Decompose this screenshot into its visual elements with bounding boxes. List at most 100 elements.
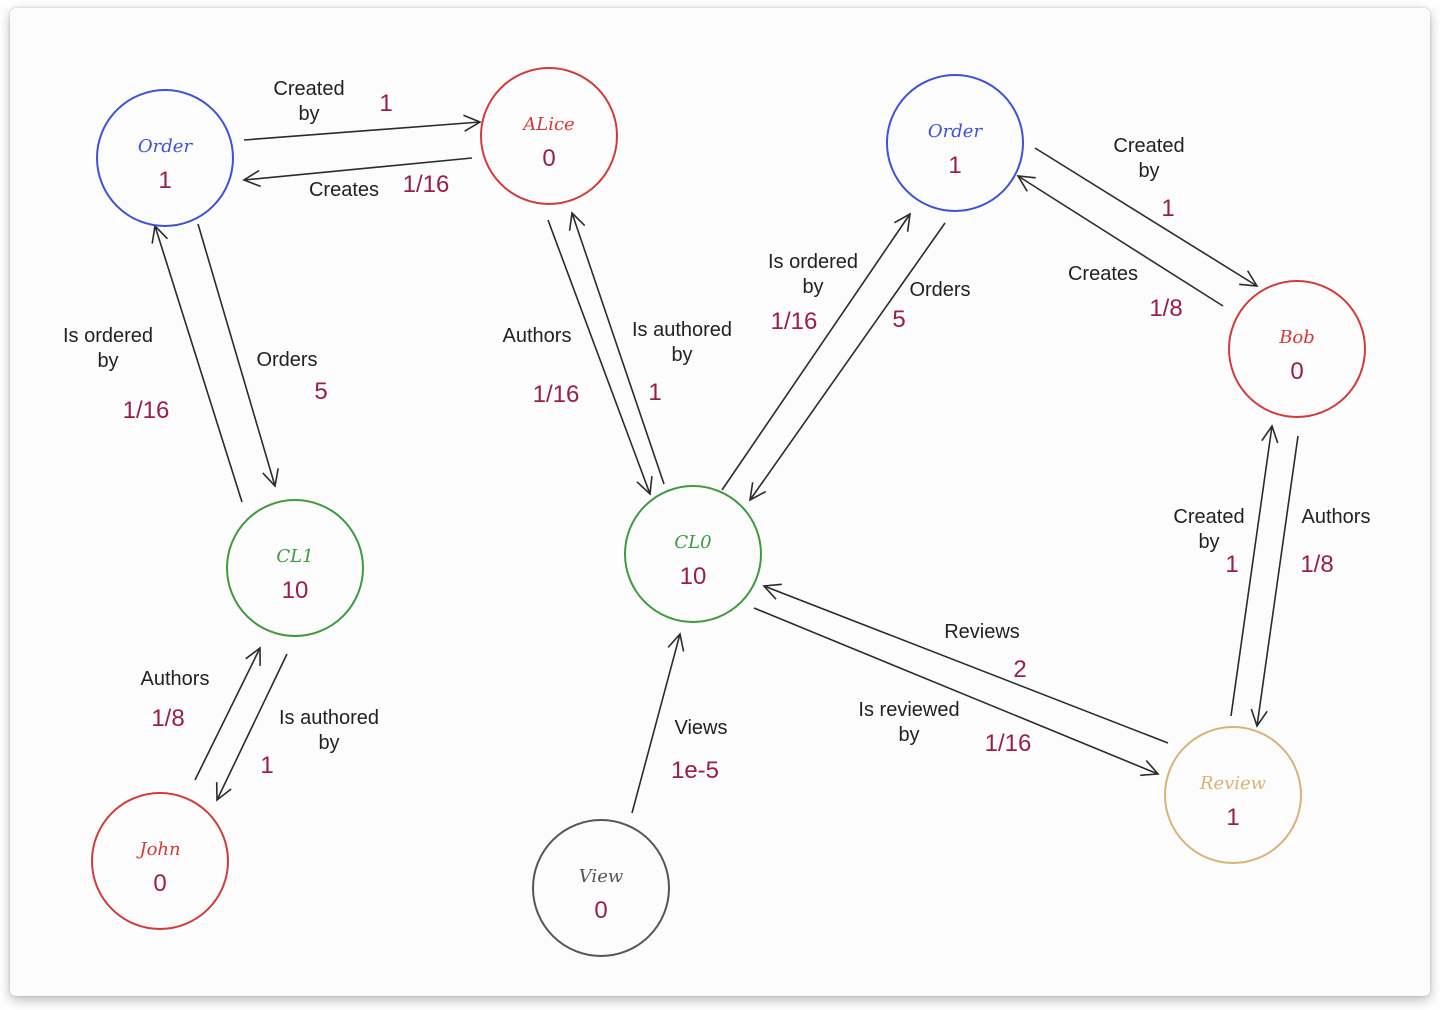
node-circle[interactable]: [624, 485, 762, 623]
edge-label-line: Is authored: [632, 319, 732, 341]
edge-weight: 1: [648, 379, 661, 406]
edge-arrow: [242, 157, 473, 188]
edge-label-line: by: [671, 344, 692, 366]
edge-weight: 2: [1013, 656, 1026, 683]
node-name: Order: [928, 121, 984, 142]
edge-weight: 1: [1161, 195, 1174, 222]
edge-arrow: [568, 211, 665, 485]
edge-label: Created by: [1173, 506, 1244, 553]
edge-arrow: [631, 632, 685, 814]
edge-bob-order2: Creates 1/8: [1016, 175, 1224, 322]
edge-weight: 1/8: [151, 705, 184, 732]
node-score: 0: [542, 145, 555, 172]
edge-label-line: by: [1198, 531, 1219, 553]
edge-label: Authors: [1302, 506, 1371, 528]
edge-weight: 5: [892, 306, 905, 333]
edge-label-line: Is ordered: [768, 251, 858, 273]
node-score: 10: [282, 577, 309, 604]
node-name: ALice: [521, 114, 574, 135]
edge-label: Reviews: [944, 621, 1020, 643]
edge-label-line: Authors: [141, 668, 210, 690]
node-name: CL1: [276, 546, 313, 567]
edge-cl0-order2: Is ordered by 1/16: [721, 212, 912, 491]
node-circle[interactable]: [1228, 280, 1366, 418]
edge-arrow: [1250, 435, 1299, 728]
edge-cl0-alice: Is authored by 1: [568, 211, 732, 485]
node-score: 0: [1290, 358, 1303, 385]
edge-arrow: [1230, 424, 1279, 717]
edge-label: Is authored by: [632, 319, 732, 366]
edge-label: Creates: [309, 179, 379, 201]
edge-bob-review: Authors 1/8: [1250, 435, 1371, 728]
edge-weight: 1e-5: [671, 757, 719, 784]
edge-arrow: [1016, 175, 1224, 307]
edge-weight: 1/16: [123, 397, 170, 424]
edge-arrow: [1034, 147, 1259, 287]
edge-label: Orders: [909, 279, 970, 301]
edge-arrow: [547, 219, 653, 496]
node-score: 10: [680, 563, 707, 590]
edge-weight: 1/8: [1149, 295, 1182, 322]
edge-label-line: by: [97, 350, 118, 372]
edge-order2-bob: Created by1: [1034, 135, 1259, 287]
node-circle[interactable]: [1164, 726, 1302, 864]
edge-label: Authors: [503, 325, 572, 347]
edge-label-line: by: [318, 732, 339, 754]
node-score: 1: [158, 167, 171, 194]
edge-review-bob: Created by 1: [1173, 424, 1279, 717]
node-circle[interactable]: [886, 74, 1024, 212]
edge-label-line: Created: [1173, 506, 1244, 528]
edge-label-line: Authors: [503, 325, 572, 347]
edge-weight: 5: [314, 378, 327, 405]
edge-weight: 1: [260, 752, 273, 779]
edge-arrow: [753, 607, 1160, 777]
node-circle[interactable]: [532, 819, 670, 957]
edge-weight: 1/16: [403, 171, 450, 198]
node-name: Review: [1199, 773, 1267, 794]
edge-label-line: Created: [1113, 135, 1184, 157]
edge-arrow: [197, 223, 279, 488]
edge-label: Orders: [256, 349, 317, 371]
edge-label-line: by: [802, 276, 823, 298]
node-circle[interactable]: [96, 89, 234, 227]
node-circle[interactable]: [480, 67, 618, 205]
edge-label-line: by: [1138, 160, 1159, 182]
node-alice[interactable]: ALice 0: [480, 67, 618, 205]
edge-label-line: by: [898, 724, 919, 746]
node-circle[interactable]: [91, 792, 229, 930]
edge-label-line: Creates: [309, 179, 379, 201]
edge-label-line: Creates: [1068, 263, 1138, 285]
edge-weight: 1: [1225, 551, 1238, 578]
node-name: View: [579, 866, 624, 887]
edge-weight: 1/8: [1300, 551, 1333, 578]
edge-weight: 1/16: [771, 308, 818, 335]
node-score: 0: [153, 870, 166, 897]
edge-review-cl0: Reviews 2: [762, 583, 1169, 744]
edge-label-line: Authors: [1302, 506, 1371, 528]
edge-label-line: Created: [273, 78, 344, 100]
node-circle[interactable]: [226, 499, 364, 637]
edge-label: Authors: [141, 668, 210, 690]
edge-arrow: [215, 653, 288, 802]
edge-label: Creates: [1068, 263, 1138, 285]
edge-john-cl1: Authors 1/8: [141, 646, 261, 781]
